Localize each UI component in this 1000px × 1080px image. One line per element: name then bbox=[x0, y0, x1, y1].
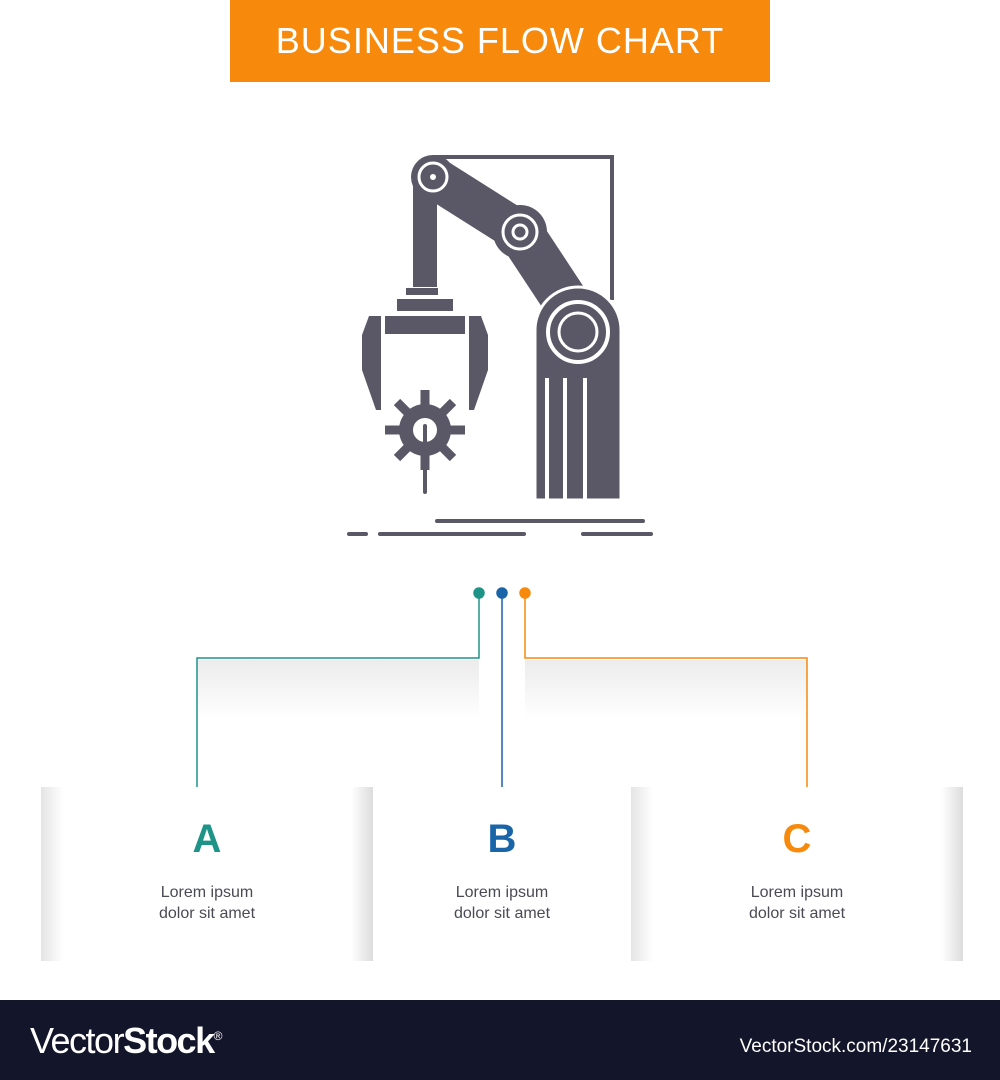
text-line: dolor sit amet bbox=[748, 905, 846, 922]
text-line: Lorem ipsum bbox=[455, 884, 549, 901]
registered-mark: ® bbox=[213, 1029, 223, 1043]
step-card-a: A Lorem ipsum dolor sit amet bbox=[41, 787, 373, 961]
vectorstock-logo: VectorStock® bbox=[30, 1020, 223, 1062]
footer: VectorStock® VectorStock.com/23147631 bbox=[0, 1000, 1000, 1080]
text-line: dolor sit amet bbox=[158, 905, 256, 922]
flowchart-graphics bbox=[196, 155, 808, 797]
step-letter: C bbox=[782, 817, 812, 861]
step-text: Lorem ipsum dolor sit amet bbox=[41, 882, 373, 924]
step-letter: A bbox=[192, 817, 222, 861]
footer-url: VectorStock.com/23147631 bbox=[739, 1036, 972, 1057]
step-card-c: C Lorem ipsum dolor sit amet bbox=[631, 787, 963, 961]
connector-c bbox=[519, 587, 808, 797]
text-line: Lorem ipsum bbox=[750, 884, 844, 901]
shadow-c bbox=[525, 660, 807, 720]
text-line: Lorem ipsum bbox=[160, 884, 254, 901]
title: BUSINESS FLOW CHART bbox=[275, 20, 725, 61]
title-banner: BUSINESS FLOW CHART bbox=[230, 0, 770, 82]
logo-light: Vector bbox=[30, 1020, 125, 1061]
text-line: dolor sit amet bbox=[453, 905, 551, 922]
connector-b bbox=[496, 587, 508, 787]
step-text: Lorem ipsum dolor sit amet bbox=[373, 882, 631, 924]
step-letter: B bbox=[487, 817, 517, 861]
shadow-a bbox=[197, 660, 479, 720]
step-card-b: B Lorem ipsum dolor sit amet bbox=[373, 787, 631, 961]
robot-arm-gear-icon bbox=[347, 155, 653, 536]
step-text: Lorem ipsum dolor sit amet bbox=[631, 882, 963, 924]
logo-bold: Stock bbox=[123, 1020, 215, 1061]
connector-a bbox=[196, 587, 485, 797]
